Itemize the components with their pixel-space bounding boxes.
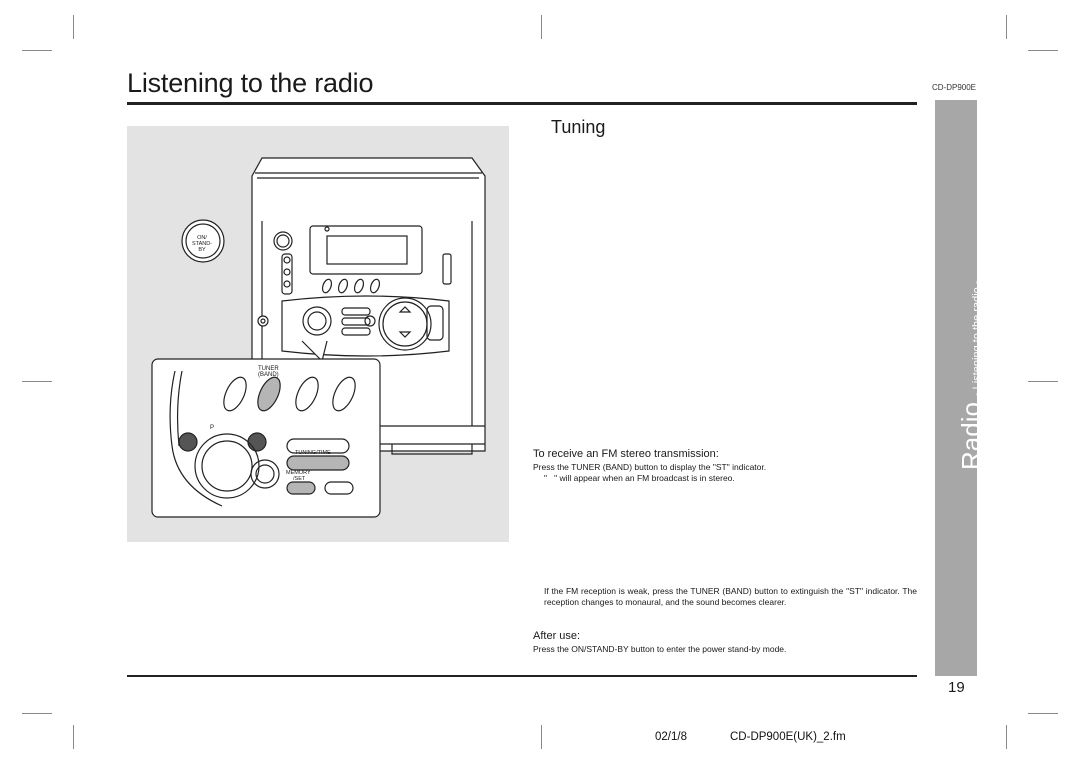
footer-filename: CD-DP900E(UK)_2.fm (730, 731, 846, 743)
crop-mark (73, 725, 74, 749)
tuner-label: TUNER (258, 366, 279, 372)
band-label: (BAND) (258, 372, 279, 378)
crop-mark (22, 713, 52, 714)
on-standby-label: ON/ STAND-BY (191, 235, 213, 253)
p-label: P (210, 425, 215, 431)
weak-reception-note: If the FM reception is weak, press the T… (544, 586, 917, 607)
memory-label: MEMORY (286, 470, 311, 476)
crop-mark (1028, 713, 1058, 714)
crop-mark (22, 381, 52, 382)
section-tab-label: Radio - Listening to the radio - (956, 280, 987, 470)
crop-mark (541, 15, 542, 39)
section-tab (935, 100, 977, 676)
crop-mark (22, 50, 52, 51)
section-heading: Tuning (551, 117, 606, 137)
crop-mark (1006, 725, 1007, 749)
footer-rule (127, 675, 917, 677)
header-rule (127, 102, 917, 105)
crop-mark (541, 725, 542, 749)
page-number: 19 (948, 679, 965, 696)
stereo-system-illustration (151, 157, 486, 518)
set-label: /SET (293, 476, 306, 482)
fm-stereo-line1: Press the TUNER (BAND) button to display… (533, 462, 767, 472)
tab-main-label: Radio (956, 402, 986, 470)
crop-mark (1028, 381, 1058, 382)
tab-sub-label: - Listening to the radio - (971, 280, 983, 397)
model-code: CD-DP900E (932, 83, 977, 92)
fm-stereo-line2: " " will appear when an FM broadcast is … (544, 473, 735, 483)
after-use-heading: After use: (533, 630, 581, 642)
crop-mark (1006, 15, 1007, 39)
tuning-time-label: TUNING/TIME (295, 450, 331, 456)
after-use-text: Press the ON/STAND-BY button to enter th… (533, 644, 787, 654)
footer-date: 02/1/8 (655, 731, 687, 743)
crop-mark (73, 15, 74, 39)
crop-mark (1028, 50, 1058, 51)
page-title: Listening to the radio (127, 68, 374, 98)
fm-stereo-heading: To receive an FM stereo transmission: (533, 448, 719, 460)
